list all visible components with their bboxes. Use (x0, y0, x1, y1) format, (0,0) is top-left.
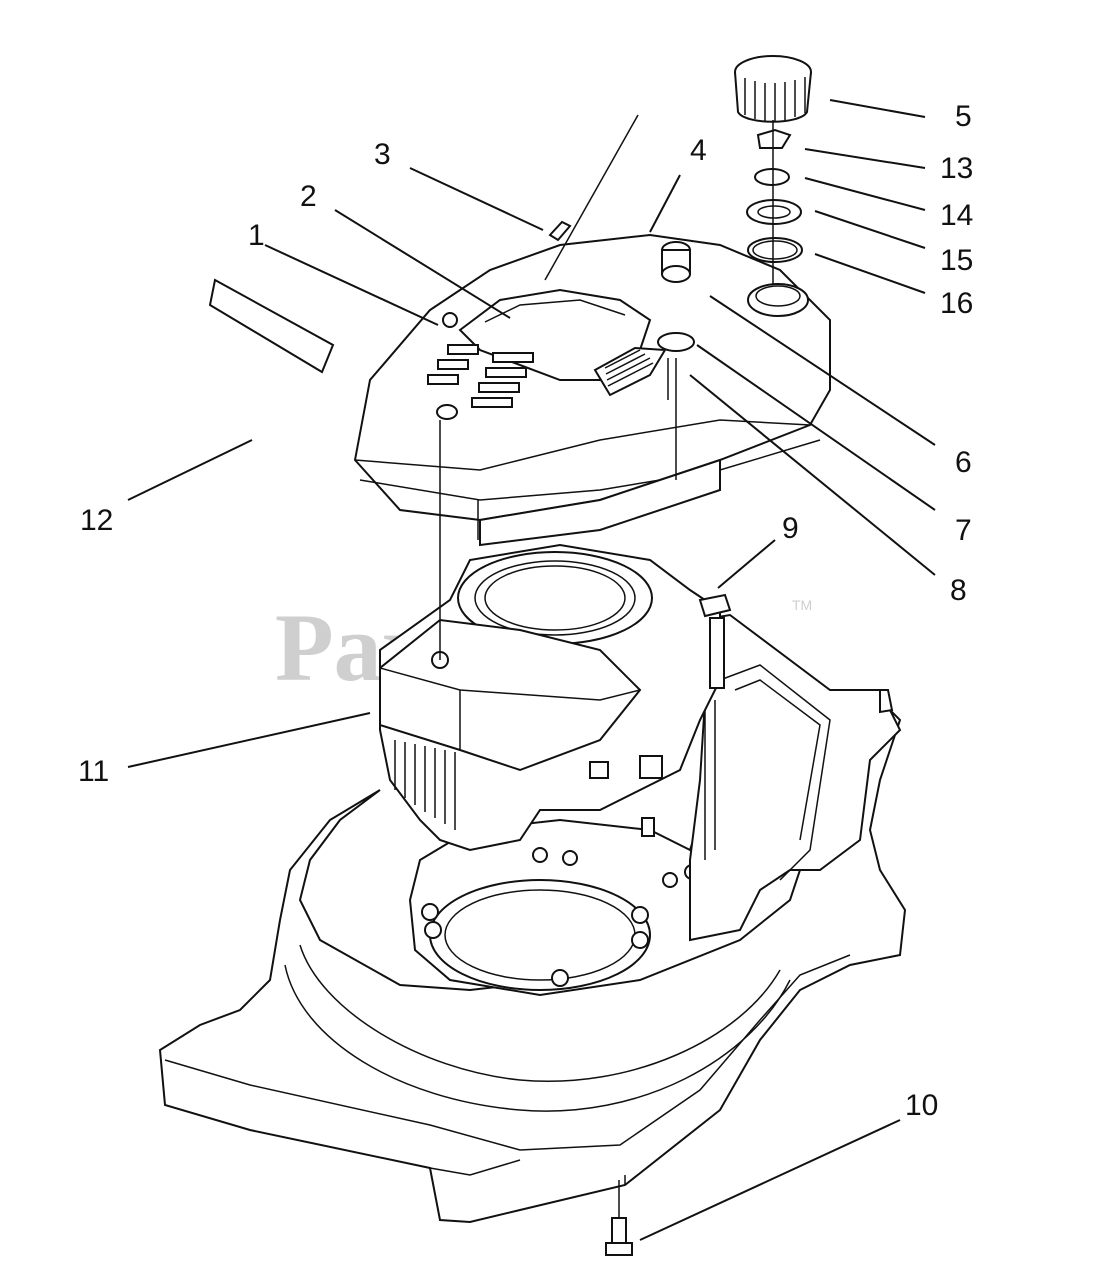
callout-15: 15 (940, 244, 973, 277)
callout-2: 2 (300, 180, 317, 213)
trademark: TM (792, 597, 812, 613)
callout-6: 6 (955, 446, 972, 479)
assembly-lines (439, 114, 677, 660)
leader-lines (127, 99, 936, 1241)
callout-9: 9 (782, 512, 799, 545)
callout-labels: 1 2 3 4 5 6 7 8 9 10 11 12 13 14 15 16 (78, 100, 973, 1122)
bolt (605, 1180, 633, 1256)
callout-16: 16 (940, 287, 973, 320)
callout-10: 10 (905, 1089, 938, 1122)
callout-5: 5 (955, 100, 972, 133)
fuel-cap-stack (734, 55, 812, 285)
callout-1: 1 (248, 219, 265, 252)
callout-12: 12 (80, 504, 113, 537)
callout-11: 11 (78, 755, 109, 788)
decal-strip (208, 278, 335, 374)
cylinder-fins (394, 740, 456, 830)
deck-plate (408, 818, 802, 997)
callout-7: 7 (955, 514, 972, 547)
callout-4: 4 (690, 134, 707, 167)
vent-slots (427, 344, 534, 408)
callout-3: 3 (374, 138, 391, 171)
engine-assembly (379, 543, 732, 852)
callout-13: 13 (940, 152, 973, 185)
callout-8: 8 (950, 574, 967, 607)
engine-cover (353, 220, 831, 547)
callout-14: 14 (940, 199, 973, 232)
discharge-housing (689, 613, 902, 942)
